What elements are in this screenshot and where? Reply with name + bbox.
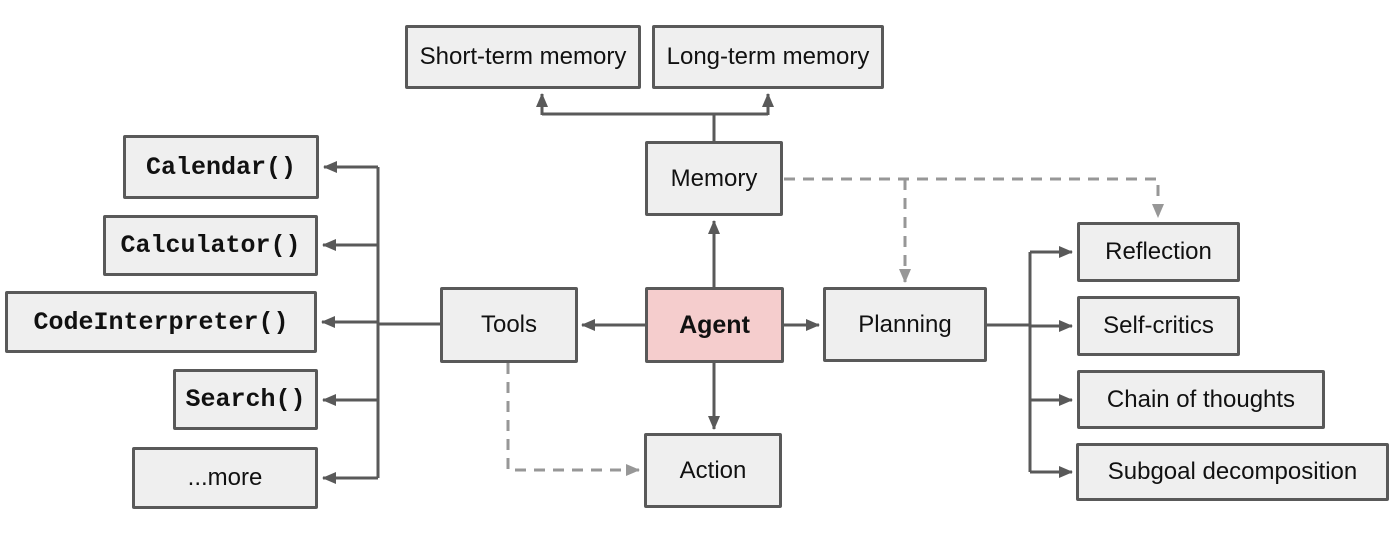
node-subgoal-decomposition: Subgoal decomposition: [1076, 443, 1389, 501]
node-calculator: Calculator(): [103, 215, 318, 276]
node-memory: Memory: [645, 141, 783, 216]
edge-memory-to-reflection-dashed: [784, 177, 1164, 218]
node-agent: Agent: [645, 287, 784, 363]
node-tools: Tools: [440, 287, 578, 363]
edge-tools-to-action-dashed: [506, 363, 640, 476]
node-short-term-memory: Short-term memory: [405, 25, 641, 89]
node-action: Action: [644, 433, 782, 508]
node-chain-of-thoughts: Chain of thoughts: [1077, 370, 1325, 429]
node-reflection: Reflection: [1077, 222, 1240, 282]
node-code-interpreter: CodeInterpreter(): [5, 291, 317, 353]
node-long-term-memory: Long-term memory: [652, 25, 884, 89]
node-calendar: Calendar(): [123, 135, 319, 199]
node-more-tools: ...more: [132, 447, 318, 509]
node-search: Search(): [173, 369, 318, 430]
node-self-critics: Self-critics: [1077, 296, 1240, 356]
node-planning: Planning: [823, 287, 987, 362]
